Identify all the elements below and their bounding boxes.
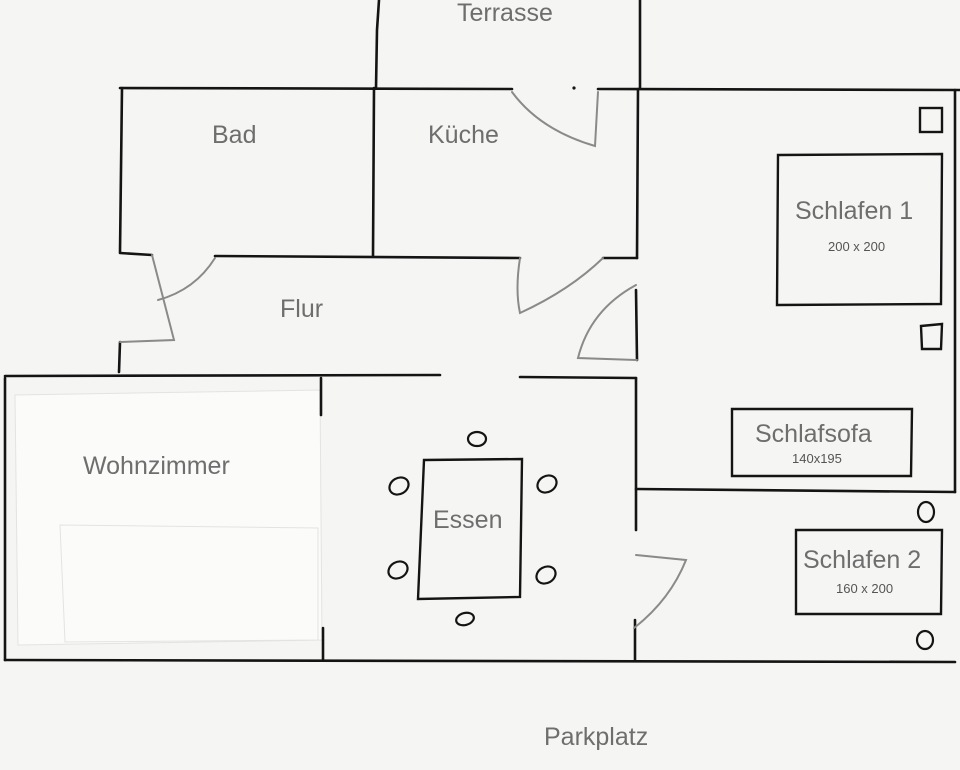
wall-hall-left (117, 340, 122, 374)
label-schlafen-1: Schlafen 1 (795, 197, 914, 225)
door-mark (572, 86, 576, 90)
wall-bottom (3, 658, 957, 664)
label-schlafsofa-size: 140x195 (792, 451, 842, 466)
door-kitchen (516, 257, 604, 315)
wall-top (118, 86, 960, 92)
label-kueche: Küche (428, 121, 499, 149)
chair (387, 560, 409, 580)
wall-right-room-left (634, 288, 639, 532)
wall-bath-left (118, 86, 124, 254)
label-essen: Essen (433, 506, 503, 534)
nightstand (915, 629, 935, 651)
wall-kitchen-right (635, 87, 640, 260)
chair (536, 474, 558, 494)
chair (466, 430, 488, 448)
chair (388, 476, 410, 496)
label-schlafen-2-size: 160 x 200 (836, 581, 894, 596)
label-parkplatz: Parkplatz (544, 723, 649, 751)
label-schlafen-2: Schlafen 2 (803, 546, 922, 574)
door-bedroom1 (576, 284, 638, 361)
sofa-schlafsofa (730, 407, 914, 478)
door-bedroom2 (633, 554, 688, 629)
nightstand (918, 106, 944, 134)
dining-table (416, 457, 524, 601)
label-schlafen-1-size: 200 x 200 (828, 239, 886, 254)
bed-schlafen-1 (775, 152, 944, 307)
door-terrace (511, 91, 599, 148)
label-bad: Bad (212, 121, 257, 149)
label-wohnzimmer: Wohnzimmer (83, 452, 230, 480)
door-bath (119, 254, 216, 343)
nightstand (919, 322, 944, 351)
wall-hall-bottom (3, 373, 638, 380)
paper-patch (59, 524, 319, 643)
nightstand (916, 500, 936, 524)
chair (455, 611, 475, 627)
wall-bath-kitchen (371, 86, 376, 258)
chair (535, 565, 557, 585)
label-flur: Flur (280, 295, 324, 323)
label-terrasse: Terrasse (457, 0, 553, 27)
bed-schlafen-2 (794, 528, 944, 616)
wall-bedrooms-divider (634, 487, 957, 494)
wall-above-hall (118, 251, 639, 260)
label-schlafsofa: Schlafsofa (755, 420, 872, 448)
terrace-wall-left (374, 0, 381, 90)
